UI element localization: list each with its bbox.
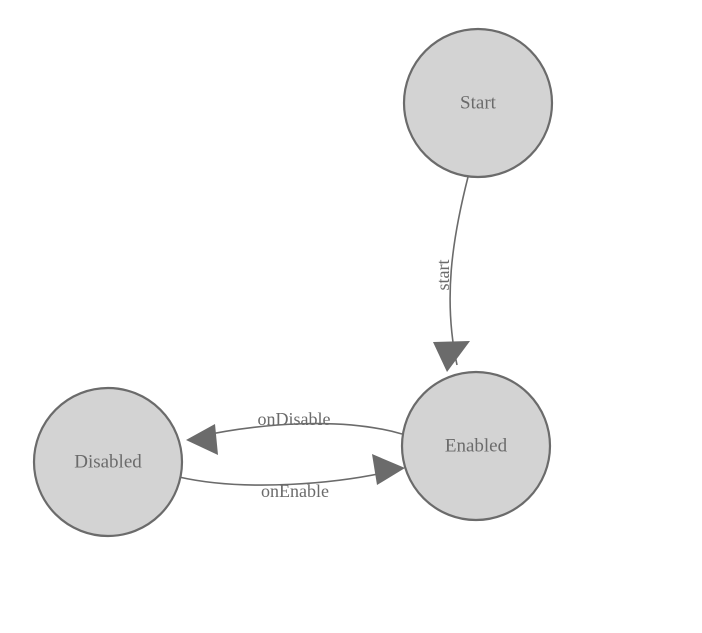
edge-line [195,422,403,438]
node-label-disabled: Disabled [74,451,142,472]
node-label-start: Start [460,92,497,113]
node-label-enabled: Enabled [445,435,508,456]
node-enabled[interactable]: Enabled [400,370,552,522]
edge-enabled-to-disabled[interactable]: onDisable [186,409,403,455]
arrowhead-icon [372,454,405,485]
node-start[interactable]: Start [402,27,554,179]
node-shape [32,386,184,538]
edge-label-start: start [433,260,453,291]
edge-disabled-to-enabled[interactable]: onEnable [178,454,405,501]
edge-label-ondisable: onDisable [258,409,331,429]
node-disabled[interactable]: Disabled [32,386,184,538]
edge-start-to-enabled[interactable]: start [433,176,470,372]
edge-label-onenable: onEnable [261,481,329,501]
arrowhead-icon [186,424,218,455]
arrowhead-icon [433,341,470,372]
edge-line [178,469,397,486]
node-shape [400,370,552,522]
node-shape [402,27,554,179]
